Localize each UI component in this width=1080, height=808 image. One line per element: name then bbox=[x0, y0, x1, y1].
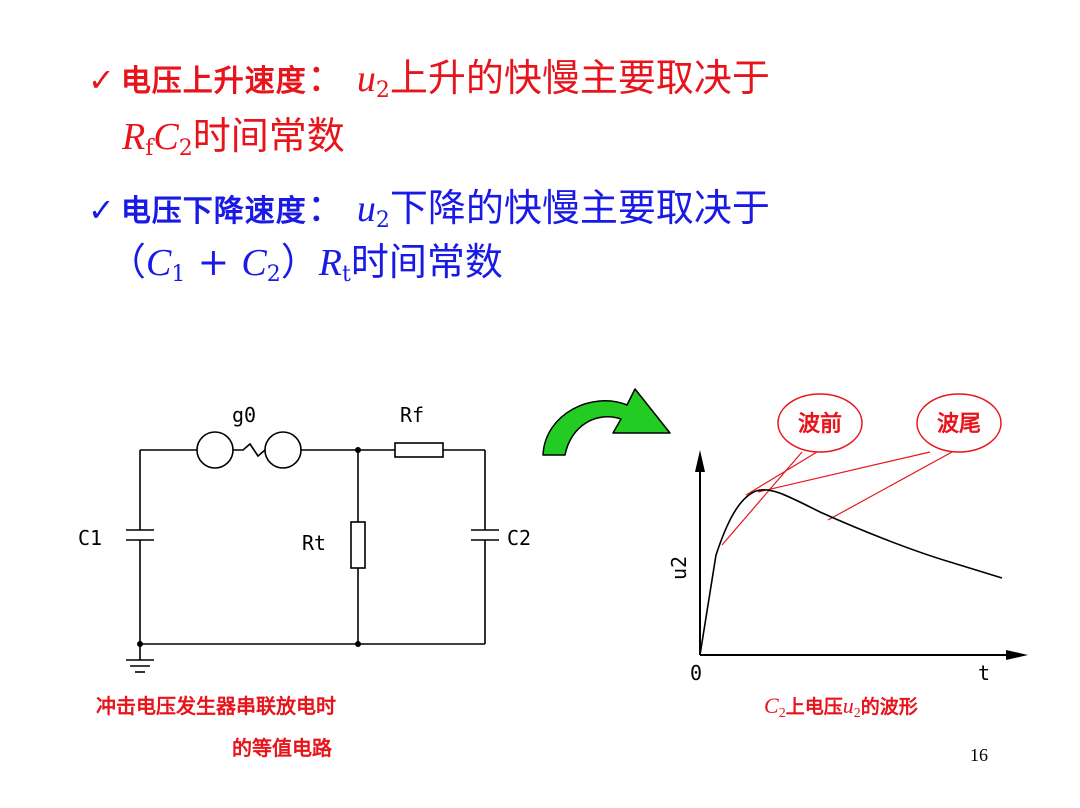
callout-pointer-front bbox=[745, 451, 818, 496]
waveform-caption-c: C bbox=[764, 693, 779, 718]
x-axis-arrowhead bbox=[1006, 650, 1028, 660]
curved-arrow-icon bbox=[542, 388, 671, 456]
x-axis-label: t bbox=[978, 661, 990, 685]
waveform-caption-end: 的波形 bbox=[860, 696, 918, 718]
label-c1: C1 bbox=[78, 526, 102, 550]
label-rt: Rt bbox=[302, 531, 326, 555]
callout-tail-bubble bbox=[916, 393, 1002, 453]
junction-dot bbox=[355, 641, 361, 647]
junction-dot bbox=[137, 641, 143, 647]
callout-tail-label: 波尾 bbox=[937, 412, 981, 437]
origin-label: 0 bbox=[690, 661, 702, 685]
bullet-fall-line1: ✓电压下降速度： u2下降的快慢主要取决于 bbox=[88, 186, 770, 243]
fall-paren-open: （ bbox=[108, 240, 147, 284]
label-rf: Rf bbox=[400, 403, 424, 427]
label-g0: g0 bbox=[232, 403, 256, 427]
rise-r-sub: f bbox=[145, 136, 154, 161]
waveform-caption-mid: 上电压 bbox=[785, 696, 843, 718]
y-axis-label: u2 bbox=[667, 556, 691, 580]
rise-colon: ： bbox=[306, 56, 345, 100]
rise-line2-text: 时间常数 bbox=[192, 114, 345, 158]
label-c2: C2 bbox=[507, 526, 531, 550]
fall-colon: ： bbox=[306, 186, 345, 230]
waveform-caption-u-sub: 2 bbox=[853, 706, 861, 721]
fall-c1: C bbox=[146, 242, 172, 284]
checkmark-icon: ✓ bbox=[88, 191, 115, 229]
fall-r: R bbox=[318, 242, 342, 284]
rise-var-sub: 2 bbox=[375, 78, 390, 103]
rise-c-sub: 2 bbox=[178, 136, 193, 161]
rise-var: u bbox=[356, 58, 376, 100]
circuit-caption-line1: 冲击电压发生器串联放电时 bbox=[96, 694, 336, 718]
circuit-diagram: g0 Rf Rt C1 C2 bbox=[60, 390, 550, 680]
checkmark-icon: ✓ bbox=[88, 61, 115, 99]
circuit-caption-line2: 的等值电路 bbox=[232, 736, 332, 760]
page-number: 16 bbox=[970, 745, 988, 765]
bullet-fall-line2: （C1 + C2）Rt时间常数 bbox=[108, 240, 503, 297]
rise-c: C bbox=[153, 116, 179, 158]
rise-text: 上升的快慢主要取决于 bbox=[389, 56, 770, 100]
fall-paren-close: ） bbox=[280, 240, 319, 284]
voltage-waveform-curve bbox=[699, 488, 1003, 656]
waveform-caption: C2上电压u2的波形 bbox=[764, 692, 918, 722]
fall-label: 电压下降速度 bbox=[120, 194, 307, 229]
fall-var-sub: 2 bbox=[375, 208, 390, 233]
fall-line2-text: 时间常数 bbox=[350, 240, 503, 284]
callout-pointer-tail bbox=[827, 451, 953, 521]
y-axis-arrowhead bbox=[695, 450, 705, 472]
callout-front-label: 波前 bbox=[798, 411, 842, 437]
fall-c1-sub: 1 bbox=[171, 262, 186, 287]
rise-r: R bbox=[122, 116, 146, 158]
fall-c2-sub: 2 bbox=[266, 262, 281, 287]
callout-front-bubble bbox=[777, 393, 863, 453]
waveform-caption-u: u bbox=[842, 693, 854, 718]
waveform-plot: 波前 波尾 0 t u2 bbox=[667, 393, 1028, 685]
fall-var: u bbox=[356, 188, 376, 230]
fall-text: 下降的快慢主要取决于 bbox=[389, 186, 770, 230]
junction-dot bbox=[355, 447, 361, 453]
callout-pointer-front bbox=[721, 451, 803, 546]
fall-plus: + bbox=[185, 240, 242, 284]
rise-label: 电压上升速度 bbox=[120, 64, 307, 99]
callout-pointer-tail bbox=[757, 451, 931, 493]
bullet-rise-line2: RfC2时间常数 bbox=[122, 114, 345, 171]
waveform-caption-c-sub: 2 bbox=[778, 706, 786, 721]
fall-r-sub: t bbox=[341, 262, 351, 287]
fall-c2: C bbox=[241, 242, 267, 284]
bullet-rise-line1: ✓电压上升速度： u2上升的快慢主要取决于 bbox=[88, 56, 770, 113]
